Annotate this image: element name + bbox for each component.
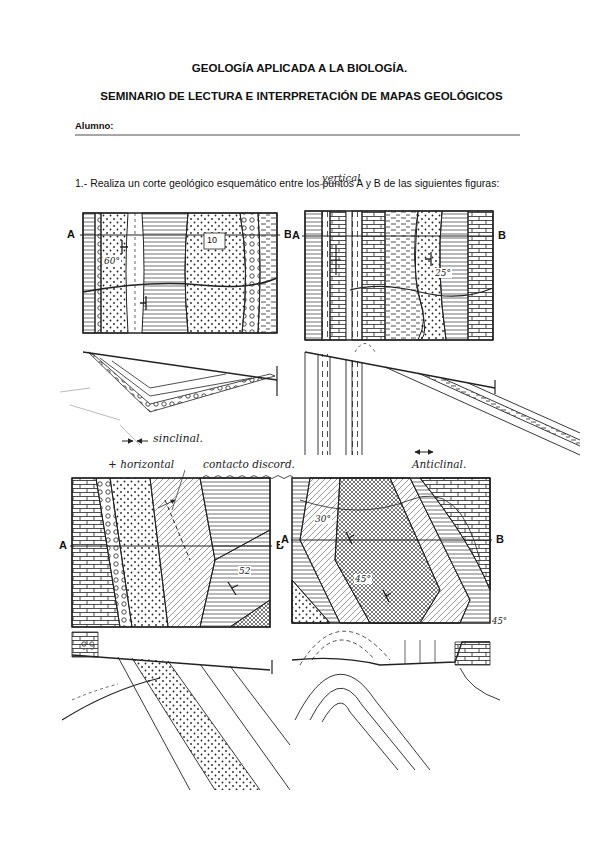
dip-value: 30° <box>314 514 332 524</box>
question-text: 1.- Realiza un corte geológico esquemáti… <box>75 177 499 189</box>
dip-value: 52 <box>238 566 251 576</box>
student-field: Alumno: <box>75 121 114 132</box>
handwritten-note: Anticlinal. <box>412 458 466 470</box>
section-point: B <box>497 229 507 242</box>
handwritten-note: + horizontal <box>108 458 174 470</box>
section-point: A <box>291 229 301 242</box>
page-title: GEOLOGÍA APLICADA A LA BIOLOGÍA. <box>0 62 599 75</box>
dip-value: 45° <box>354 574 372 584</box>
dip-value: 10 <box>207 235 217 245</box>
dip-value: 45° <box>492 617 507 627</box>
section-point: A <box>66 228 76 241</box>
handwritten-note: vertical <box>322 172 360 184</box>
dip-value: 25° <box>434 268 452 278</box>
section-point: A <box>280 533 290 546</box>
handwritten-note: contacto discord. <box>203 458 295 470</box>
subtitle: SEMINARIO DE LECTURA E INTERPRETACIÓN DE… <box>2 90 599 103</box>
section-point: A <box>58 539 68 552</box>
handwritten-note: sinclinal. <box>153 433 203 446</box>
dip-value: 60° <box>103 256 121 266</box>
section-point: B <box>495 533 505 546</box>
